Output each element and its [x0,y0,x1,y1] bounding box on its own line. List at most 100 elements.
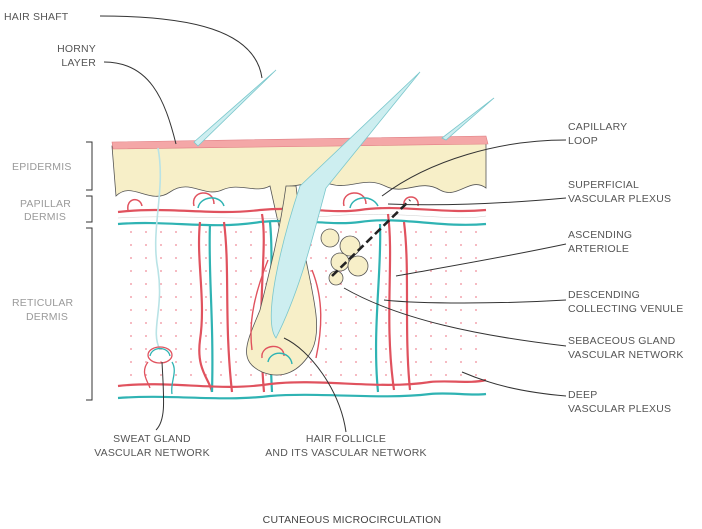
dermis-dot [355,296,357,298]
dermis-dot [175,283,177,285]
dermis-dot [355,322,357,324]
dermis-dot [145,244,147,246]
dermis-dot [355,361,357,363]
dermis-dot [445,231,447,233]
dermis-dot [460,244,462,246]
label-sweat-gland-2: VASCULAR NETWORK [94,447,210,459]
label-sweat-gland-1: SWEAT GLAND [113,433,191,445]
dermis-dot [220,374,222,376]
dermis-dot [460,231,462,233]
dermis-dot [205,244,207,246]
dermis-dot [475,309,477,311]
dermis-dot [325,348,327,350]
dermis-dot [205,348,207,350]
dermis-dot [220,335,222,337]
dermis-dot [250,283,252,285]
dermis-dot [205,231,207,233]
dermis-dot [130,231,132,233]
dermis-dot [250,257,252,259]
label-hair-shaft: HAIR SHAFT [4,11,69,23]
dermis-dot [175,231,177,233]
dermis-dot [415,283,417,285]
dermis-dot [160,296,162,298]
dermis-dot [445,348,447,350]
dermis-dot [445,322,447,324]
dermis-dot [250,296,252,298]
dermis-dot [415,335,417,337]
dermis-dot [460,335,462,337]
dermis-dot [310,361,312,363]
dermis-dot [205,335,207,337]
dermis-dot [475,283,477,285]
dermis-dot [385,270,387,272]
dermis-dot [385,309,387,311]
dermis-dot [460,361,462,363]
dermis-dot [400,309,402,311]
deep-vein [118,393,486,398]
dermis-dot [175,335,177,337]
dermis-dot [220,309,222,311]
dermis-dot [340,348,342,350]
dermis-dot [355,283,357,285]
dermis-dot [370,374,372,376]
dermis-dot [175,309,177,311]
dermis-dot [400,374,402,376]
dermis-dot [220,348,222,350]
dermis-dot [220,231,222,233]
dermis-dot [415,296,417,298]
dermis-dot [205,309,207,311]
dermis-dot [415,257,417,259]
label-deep-plexus-2: VASCULAR PLEXUS [568,403,671,415]
label-sebaceous-network-2: VASCULAR NETWORK [568,349,684,361]
dermis-dot [250,374,252,376]
label-ascending-arteriole-2: ARTERIOLE [568,243,629,255]
dermis-dot [310,257,312,259]
dermis-dot [145,283,147,285]
dermis-dot [130,244,132,246]
label-reticular-dermis-2: DERMIS [26,311,68,323]
dermis-dot [235,296,237,298]
dermis-dot [130,374,132,376]
sebaceous-gland [321,229,368,285]
dermis-dot [355,231,357,233]
dermis-dot [265,374,267,376]
label-superficial-plexus-1: SUPERFICIAL [568,179,639,191]
dermis-dot [370,283,372,285]
dermis-dot [220,270,222,272]
dermis-dot [370,270,372,272]
dermis-dot [370,257,372,259]
label-hair-follicle-2: AND ITS VASCULAR NETWORK [265,447,427,459]
dermis-dot [385,244,387,246]
dermis-dot [400,283,402,285]
dermis-dot [145,309,147,311]
dermis-dot [130,335,132,337]
dermis-dot [220,244,222,246]
label-papillar-dermis-1: PAPILLAR [20,198,71,210]
dermis-dot [460,374,462,376]
dermis-dot [400,270,402,272]
dermis-dot [325,257,327,259]
dermis-dot [145,348,147,350]
dermis-dot [385,296,387,298]
dermis-dot [190,257,192,259]
dermis-dot [400,296,402,298]
dermis-dot [430,244,432,246]
dermis-dot [130,361,132,363]
dermis-dot [145,296,147,298]
dermis-dot [385,283,387,285]
dermis-dot [160,283,162,285]
dermis-dot [400,361,402,363]
scale-brackets [86,142,92,400]
dermis-dot [460,296,462,298]
dermis-dot [415,322,417,324]
dermis-dot [325,335,327,337]
dermis-dot [325,309,327,311]
dermis-dot [325,361,327,363]
diagram-title: CUTANEOUS MICROCIRCULATION [263,514,442,526]
dermis-dot [145,231,147,233]
dermis-dot [430,257,432,259]
dermis-dot [160,335,162,337]
dermis-dot [415,374,417,376]
dermis-dot [430,361,432,363]
dermis-dot [160,231,162,233]
